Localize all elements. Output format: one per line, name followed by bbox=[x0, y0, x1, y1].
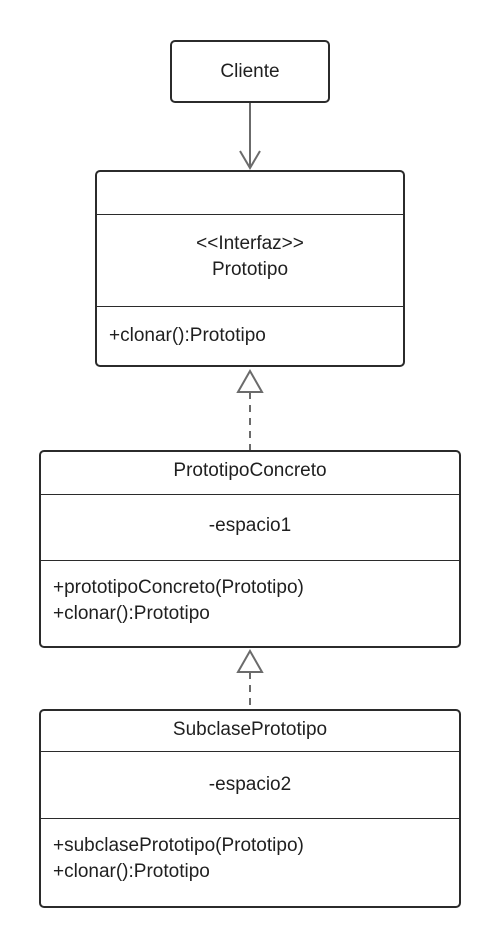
subclase-prototipo-name: SubclasePrototipo bbox=[172, 719, 328, 740]
concreto-realizes-prototipo-arrow bbox=[236, 368, 264, 450]
subclase-prototipo-class-box[interactable]: SubclasePrototipo -espacio2 +subclasePro… bbox=[39, 709, 461, 908]
cliente-label: Cliente bbox=[220, 60, 280, 82]
prototipo-method: +clonar():Prototipo bbox=[109, 325, 266, 346]
prototipo-concreto-method: +prototipoConcreto(Prototipo) bbox=[53, 577, 304, 598]
prototipo-concreto-method: +clonar():Prototipo bbox=[53, 603, 210, 624]
cliente-to-prototipo-arrow bbox=[239, 103, 261, 170]
prototipo-name: Prototipo bbox=[211, 259, 289, 280]
prototipo-methods-row: +clonar():Prototipo bbox=[97, 306, 403, 365]
prototipo-concreto-class-box[interactable]: PrototipoConcreto -espacio1 +prototipoCo… bbox=[39, 450, 461, 648]
subclase-prototipo-method: +subclasePrototipo(Prototipo) bbox=[53, 835, 304, 856]
prototipo-concreto-name: PrototipoConcreto bbox=[173, 460, 327, 481]
subclase-extends-concreto-arrow bbox=[236, 648, 264, 709]
subclase-prototipo-attribute: -espacio2 bbox=[208, 774, 292, 795]
prototipo-name-row: <<Interfaz>> Prototipo bbox=[97, 214, 403, 306]
subclase-prototipo-attributes-row: -espacio2 bbox=[41, 751, 459, 818]
subclase-prototipo-name-row: SubclasePrototipo bbox=[41, 711, 459, 751]
prototipo-class-box[interactable]: <<Interfaz>> Prototipo +clonar():Prototi… bbox=[95, 170, 405, 367]
prototipo-concreto-methods-row: +prototipoConcreto(Prototipo) +clonar():… bbox=[41, 560, 459, 646]
prototipo-concreto-name-row: PrototipoConcreto bbox=[41, 452, 459, 494]
prototipo-concreto-attribute: -espacio1 bbox=[208, 515, 292, 536]
prototipo-stereotype: <<Interfaz>> bbox=[196, 233, 304, 254]
subclase-prototipo-methods-row: +subclasePrototipo(Prototipo) +clonar():… bbox=[41, 818, 459, 906]
cliente-box[interactable]: Cliente bbox=[170, 40, 330, 103]
subclase-prototipo-method: +clonar():Prototipo bbox=[53, 861, 210, 882]
prototipo-header-row bbox=[97, 172, 403, 214]
prototipo-concreto-attributes-row: -espacio1 bbox=[41, 494, 459, 560]
